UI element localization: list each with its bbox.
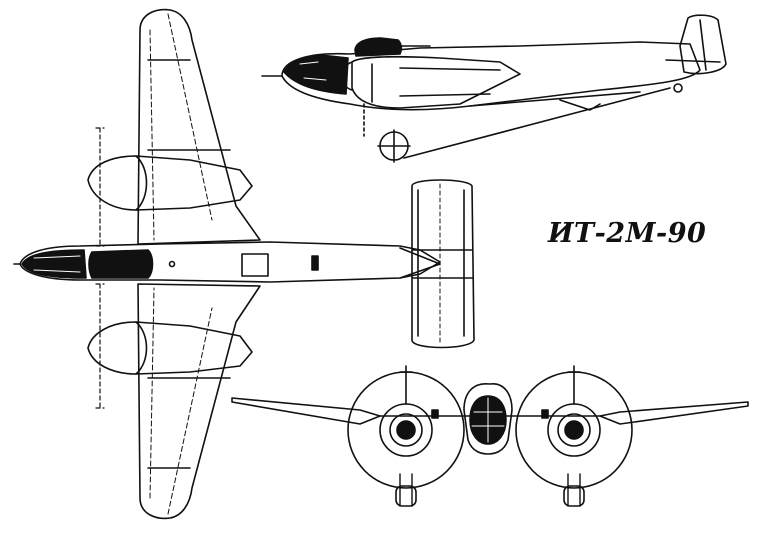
top-cockpit-canopy	[88, 249, 154, 279]
top-nacelle-lower	[87, 321, 253, 375]
top-hatch	[241, 253, 269, 277]
side-vertical-tail	[679, 14, 727, 75]
top-view	[13, 8, 475, 520]
top-nose-glazing	[21, 249, 87, 279]
aircraft-title: ИТ-2М-90	[548, 218, 707, 249]
top-horizontal-tail	[411, 179, 475, 349]
top-nacelle-upper	[87, 155, 253, 211]
side-canopy	[354, 37, 403, 57]
front-gear-left	[395, 485, 417, 507]
front-fuselage	[463, 383, 513, 455]
front-wing-left	[231, 397, 381, 425]
top-wing-lower	[137, 283, 261, 520]
top-wing-upper	[137, 8, 261, 245]
front-wing-right	[599, 401, 749, 425]
side-engine-nacelle	[351, 56, 521, 109]
side-fuselage	[281, 41, 701, 111]
side-view	[261, 14, 727, 163]
front-gear-right	[563, 485, 585, 507]
front-view	[231, 365, 749, 507]
side-nose-glazing	[283, 54, 349, 95]
